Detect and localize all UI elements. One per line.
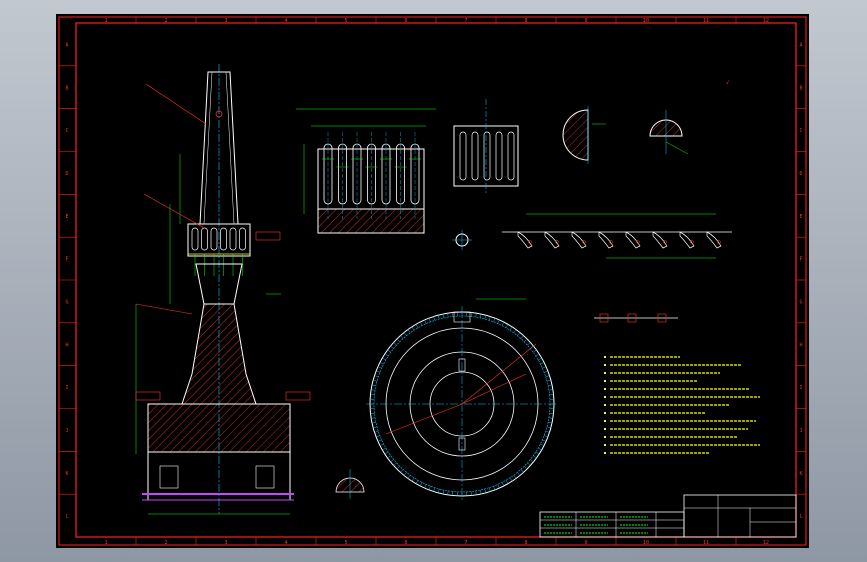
- column-number: 7: [464, 540, 467, 546]
- column-number: 8: [524, 540, 527, 546]
- title-block-entries: [544, 516, 648, 534]
- row-letters-right: A B C D E F G H I J K L: [796, 42, 806, 520]
- row-letter: I: [65, 385, 68, 391]
- row-letter: F: [65, 257, 68, 263]
- row-letter: G: [65, 299, 68, 305]
- blades: [517, 231, 722, 249]
- row-letter: K: [65, 471, 68, 477]
- row-letters-left: A B C D E F G H I J K L: [59, 42, 76, 520]
- row-letter: H: [65, 342, 68, 348]
- pin-detail-view: [452, 230, 472, 250]
- row-letter: G: [799, 299, 802, 305]
- slot-fingers: [459, 131, 515, 181]
- column-number: 6: [404, 540, 407, 546]
- row-letter: K: [799, 471, 802, 477]
- row-letter: L: [799, 514, 802, 520]
- column-number: 3: [224, 18, 227, 24]
- section-a-view: [562, 106, 606, 164]
- column-number: 2: [164, 18, 167, 24]
- column-number: 9: [584, 540, 587, 546]
- row-letter: C: [799, 128, 802, 134]
- column-number: 2: [164, 540, 167, 546]
- row-letter: J: [799, 428, 802, 434]
- column-number: 4: [284, 18, 287, 24]
- column-number: 1: [104, 18, 107, 24]
- column-number: 3: [224, 540, 227, 546]
- surface-finish-mark: √: [726, 80, 729, 86]
- column-number: 12: [763, 18, 769, 24]
- row-letter: L: [65, 514, 68, 520]
- row-letter: B: [799, 85, 802, 91]
- section-b-view: [649, 110, 689, 155]
- comb-teeth: [322, 132, 421, 219]
- row-letter: H: [799, 342, 802, 348]
- column-number: 4: [284, 540, 287, 546]
- comb-detail-view: [296, 108, 436, 234]
- column-number: 8: [524, 18, 527, 24]
- technical-notes-block: [604, 356, 760, 454]
- row-letter: F: [799, 257, 802, 263]
- column-number: 10: [643, 18, 649, 24]
- row-letter: I: [799, 385, 802, 391]
- row-letter: J: [65, 428, 68, 434]
- column-number: 11: [703, 18, 709, 24]
- row-letter: B: [65, 85, 68, 91]
- column-number: 9: [584, 18, 587, 24]
- row-letter: E: [799, 214, 802, 220]
- row-letter: A: [65, 42, 68, 48]
- gear-plan-view: [366, 298, 558, 502]
- row-letter: A: [799, 42, 802, 48]
- row-letter: C: [65, 128, 68, 134]
- row-letter: E: [65, 214, 68, 220]
- column-number: 10: [643, 540, 649, 546]
- shaft-section-view: [135, 64, 311, 515]
- column-number: 5: [344, 540, 347, 546]
- column-number: 11: [703, 540, 709, 546]
- column-number: 5: [344, 18, 347, 24]
- column-number: 1: [104, 540, 107, 546]
- column-number: 12: [763, 540, 769, 546]
- hemisphere-detail-view: [335, 469, 365, 499]
- row-letter: D: [799, 171, 802, 177]
- tooth-profile-view: [594, 313, 678, 323]
- column-number: 7: [464, 18, 467, 24]
- inner-border: [75, 22, 797, 538]
- blade-row-view: [502, 213, 732, 259]
- column-number: 6: [404, 18, 407, 24]
- outer-border: [58, 16, 807, 546]
- row-letter: D: [65, 171, 68, 177]
- slot-detail-view: [453, 99, 519, 194]
- title-block: [539, 494, 797, 538]
